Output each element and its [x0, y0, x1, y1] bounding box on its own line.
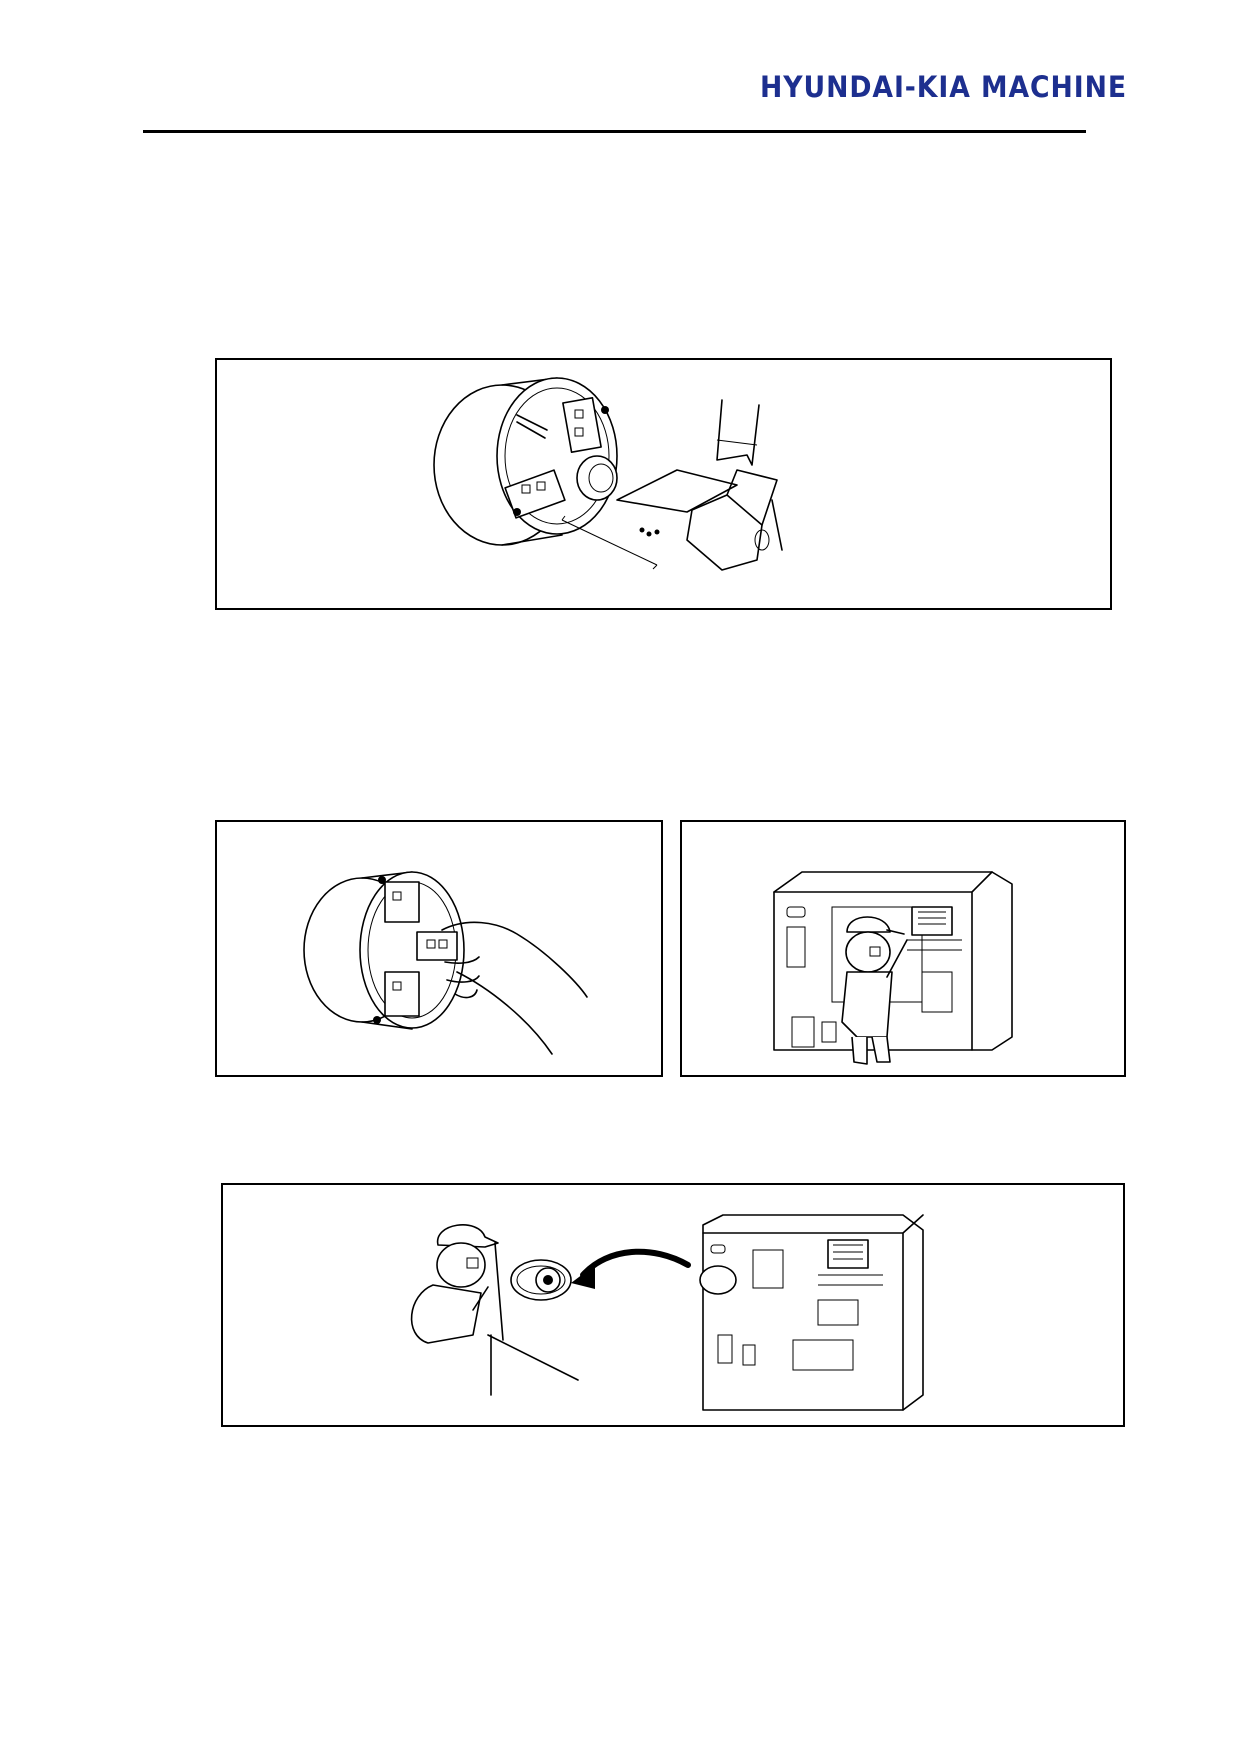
figure-operator-panel: [680, 820, 1126, 1077]
emergency-stop-illustration: [410, 1214, 924, 1411]
figure-hand-jaw: [215, 820, 663, 1077]
header-rule: [143, 130, 1086, 133]
chuck-measure-illustration: [433, 377, 783, 571]
hand-jaw-illustration: [303, 871, 588, 1055]
operator-panel-illustration: [773, 871, 1013, 1065]
figure-emergency-stop: [221, 1183, 1125, 1427]
brand-logo: HYUNDAI-KIA MACHINE: [760, 70, 1128, 104]
figure-chuck-measure: [215, 358, 1112, 610]
